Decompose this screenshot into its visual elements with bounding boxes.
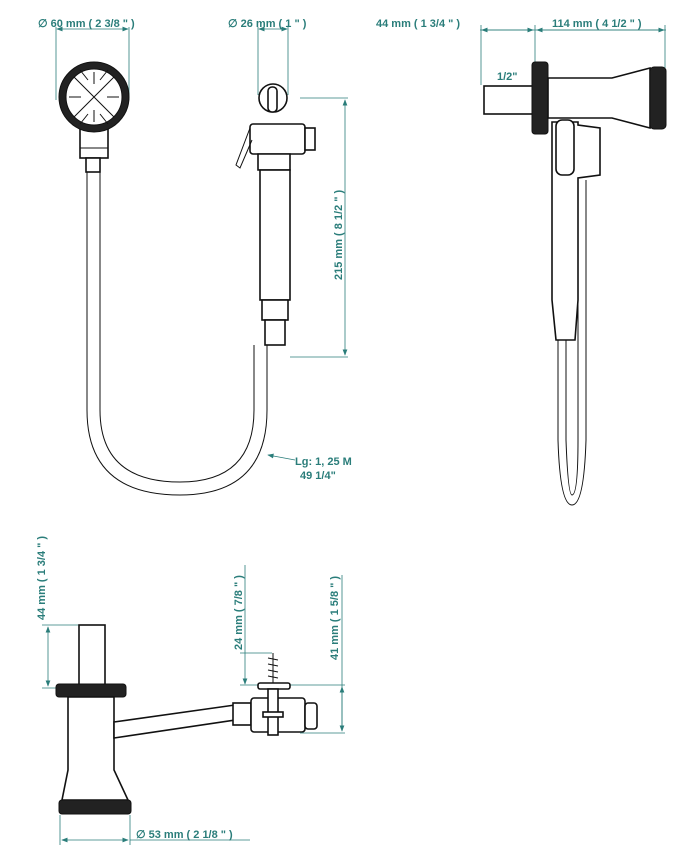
side-view: 44 mm ( 1 3/4 " ) 114 mm ( 4 1/2 " ) 1/2… [376,18,667,506]
hand-sprayer [235,83,316,346]
pipe-height-label: 44 mm ( 1 3/4 " ) [36,536,48,620]
head-length-label: 114 mm ( 4 1/2 " ) [552,18,642,30]
bottom-view: 44 mm ( 1 3/4 " ) 24 mm ( 7/8 " ) 41 mm … [36,536,345,845]
head-diameter-label: ∅ 60 mm ( 2 3/8 " ) [38,18,135,30]
side-sprayer [551,121,601,341]
hose [86,172,268,496]
hose-length-imperial: 49 1/4" [300,470,336,482]
base-diameter-label: ∅ 53 mm ( 2 1/8 " ) [136,829,233,841]
handle-length-label: 215 mm ( 8 1/2 " ) [333,189,345,280]
pipe-length-label: 44 mm ( 1 3/4 " ) [376,18,460,30]
hook-diameter-label: ∅ 26 mm ( 1 " ) [228,18,307,30]
side-hose [557,180,587,506]
hose-length-metric: Lg: 1, 25 M [295,456,352,468]
shower-head-front [58,61,130,173]
thread-size-label: 1/2" [497,71,518,83]
front-view: ∅ 60 mm ( 2 3/8 " ) ∅ 26 mm ( 1 " ) [38,18,352,496]
valve [232,653,318,736]
valve-height-label: 41 mm ( 1 5/8 " ) [329,576,341,660]
screw-height-label: 24 mm ( 7/8 " ) [233,575,245,650]
arm [113,704,236,739]
